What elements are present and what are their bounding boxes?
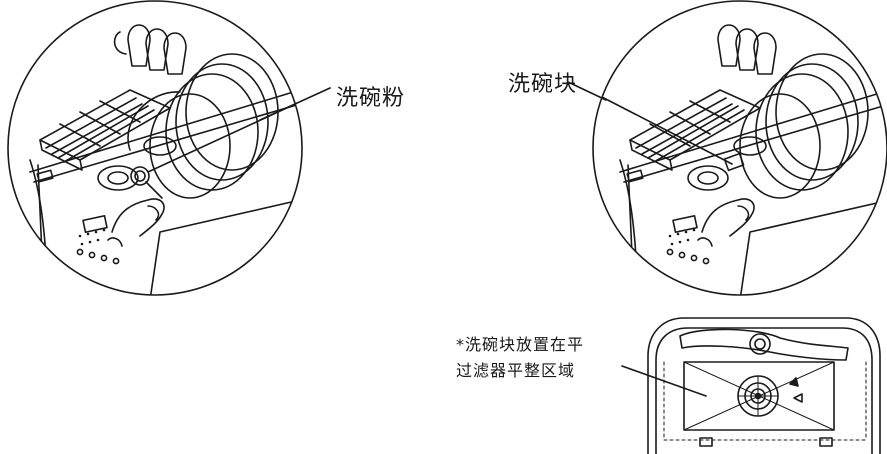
spray-arm [679,328,849,361]
bowl [97,165,139,191]
filter-top-view [621,317,881,454]
cups [113,24,187,75]
plates [127,53,279,199]
placement-note-line1: *洗碗块放置在平 [456,335,585,354]
note-leader-line [621,365,707,397]
placement-note: *洗碗块放置在平 过滤器平整区域 [456,332,584,384]
powder-detail-circle [7,0,303,296]
dishwasher-interior-right [599,24,887,295]
block-leader-line [599,95,733,165]
powder-panel [7,0,331,296]
control-display [82,215,108,233]
control-buttons [78,228,106,246]
filter-flat-area [683,361,835,431]
hand-with-block [697,152,755,247]
detergent-powder-label: 洗碗粉 [336,86,406,111]
filter-cup [737,375,779,417]
detergent-block-label: 洗碗块 [508,72,578,97]
dishwasher-interior-left [29,24,302,295]
block-panel [567,0,887,296]
bowl [143,136,177,156]
hand-with-scoop [107,166,165,247]
placement-note-line2: 过滤器平整区域 [456,361,576,380]
